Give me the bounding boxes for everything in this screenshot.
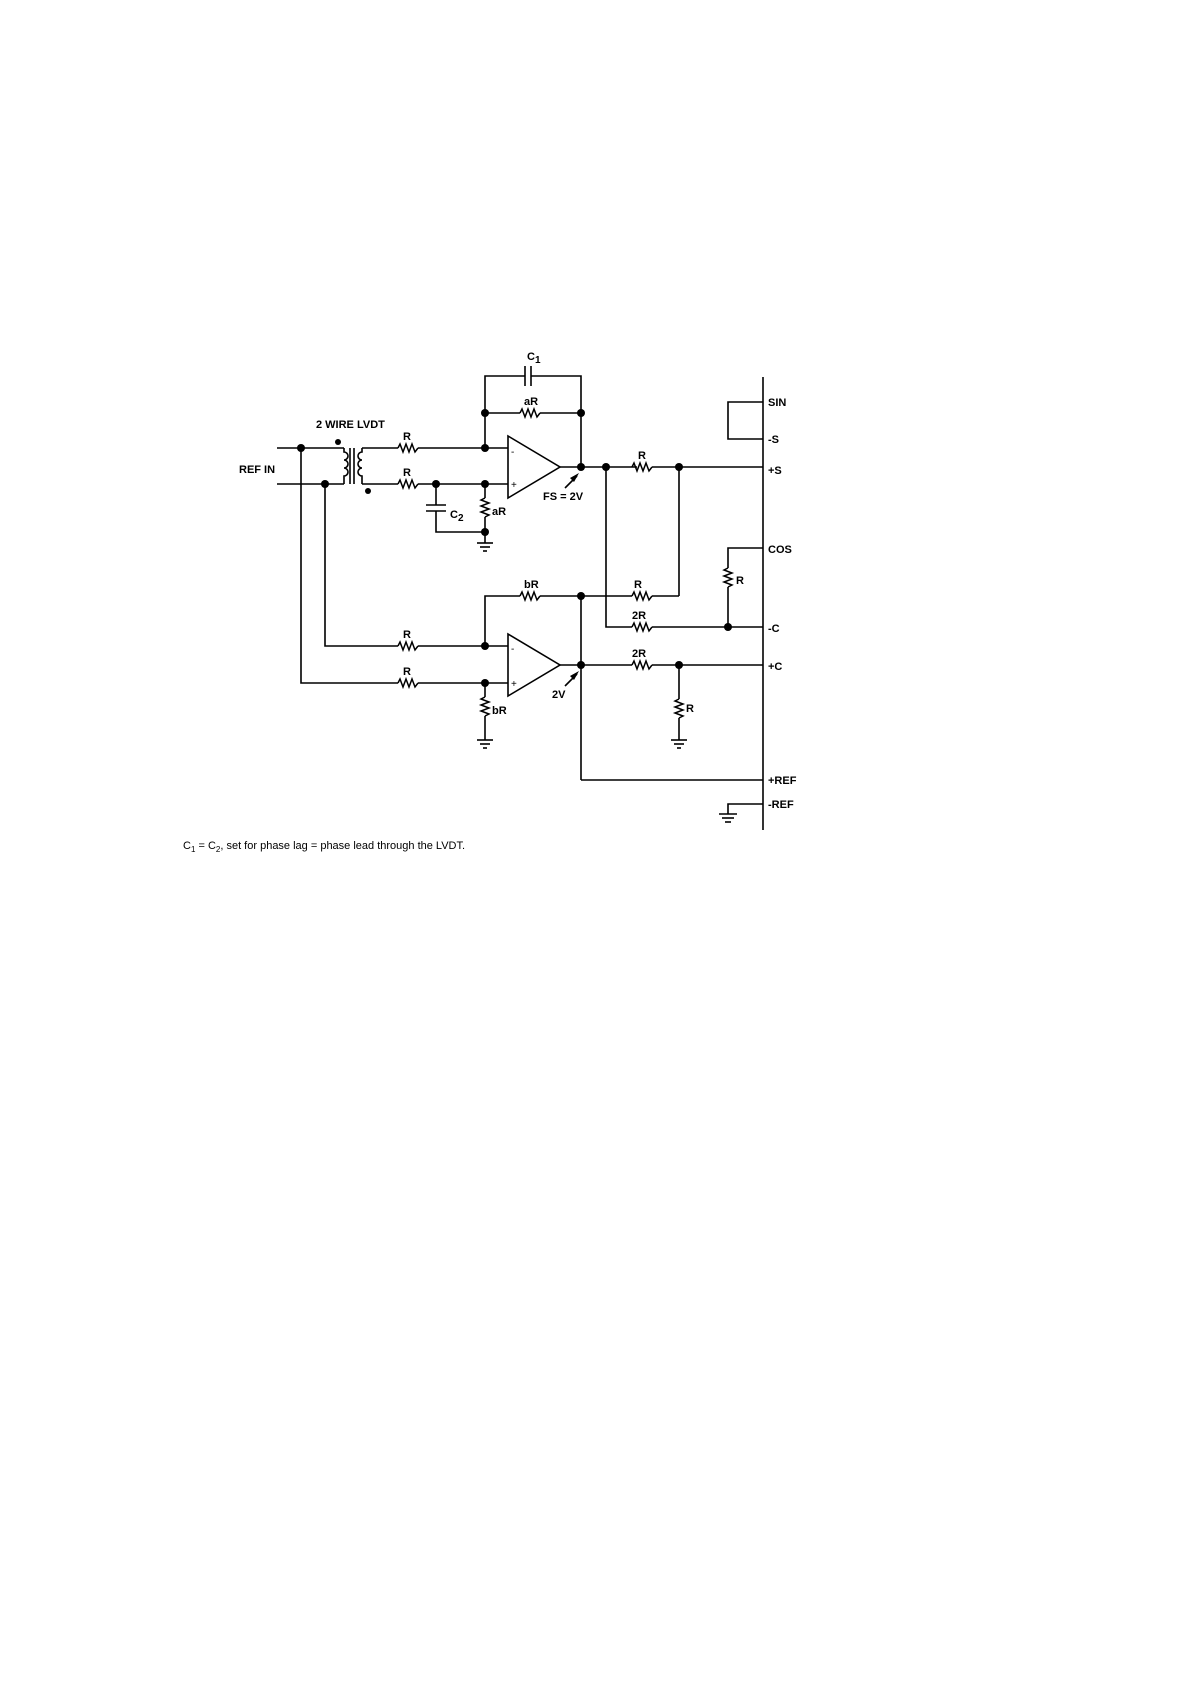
ar-ground-label: aR [492, 506, 506, 518]
r-input-top-label: R [403, 431, 411, 443]
opamp-top-minus: - [511, 447, 514, 458]
minus-ref-wire [728, 804, 763, 814]
r-2r-to-minus-c-label: 2R [632, 610, 646, 622]
r-2r-to-plus-c-label: 2R [632, 648, 646, 660]
r-input-mid-label: R [403, 467, 411, 479]
pin-sin-label: SIN [768, 397, 786, 409]
r-to-plus-s-label: R [638, 450, 646, 462]
resistor-ar-feedback [520, 409, 540, 417]
resistor-r-input-low2 [398, 679, 418, 687]
br-feedback-label: bR [524, 579, 539, 591]
resistor-br-ground [481, 697, 489, 716]
r-mid-to-plus-s-label: R [634, 579, 642, 591]
sin-minus-s-loop [728, 402, 763, 439]
resistor-r-cos [724, 568, 732, 587]
ground-symbol-ref [719, 814, 737, 822]
resistor-r-input-low1 [398, 642, 418, 650]
ground-symbol-bottom [477, 740, 493, 748]
resistor-br-feedback [520, 592, 540, 600]
junction-cos-minus-c [724, 623, 732, 631]
br-ground-label: bR [492, 705, 507, 717]
r-plus-c-ground-label: R [686, 703, 694, 715]
pin-minus-s-label: -S [768, 434, 779, 446]
fs-note-label: FS = 2V [543, 491, 584, 503]
wire-ref-bottom-to-opamp [325, 484, 398, 646]
r-cos-label: R [736, 575, 744, 587]
pin-plus-s-label: +S [768, 465, 782, 477]
pin-minus-ref-label: -REF [768, 799, 794, 811]
opamp-top-plus: + [511, 480, 517, 491]
resistor-2r-to-minus-c [632, 623, 652, 631]
wire-top-output-to-minus-c [606, 467, 632, 627]
lvdt-label: 2 WIRE LVDT [316, 419, 385, 431]
r-input-low1-label: R [403, 629, 411, 641]
pin-plus-ref-label: +REF [768, 775, 797, 787]
pin-minus-c-label: -C [768, 623, 780, 635]
resistor-ar-ground [481, 498, 489, 517]
junction-opamp-top-output [577, 463, 585, 471]
ground-symbol-plus-c [671, 740, 687, 748]
resistor-r-to-plus-s [632, 463, 652, 471]
ar-feedback-label: aR [524, 396, 538, 408]
c1-label: C1 [527, 351, 541, 366]
opamp-bottom-plus: + [511, 679, 517, 690]
junction-ar-ground [481, 528, 489, 536]
r-input-low2-label: R [403, 666, 411, 678]
pin-plus-c-label: +C [768, 661, 782, 673]
ref-in-label: REF IN [239, 464, 275, 476]
resistor-2r-to-plus-c [632, 661, 652, 669]
figure-caption: C1 = C2, set for phase lag = phase lead … [183, 840, 465, 854]
two-v-label: 2V [552, 689, 566, 701]
pin-cos-label: COS [768, 544, 792, 556]
junction-ar-feedback-right [577, 409, 585, 417]
resistor-r-mid-to-plus-s [632, 592, 652, 600]
c2-label: C2 [450, 509, 464, 524]
ground-symbol-top [477, 543, 493, 551]
opamp-bottom-minus: - [511, 644, 514, 655]
resistor-r-plus-c-ground [675, 699, 683, 718]
